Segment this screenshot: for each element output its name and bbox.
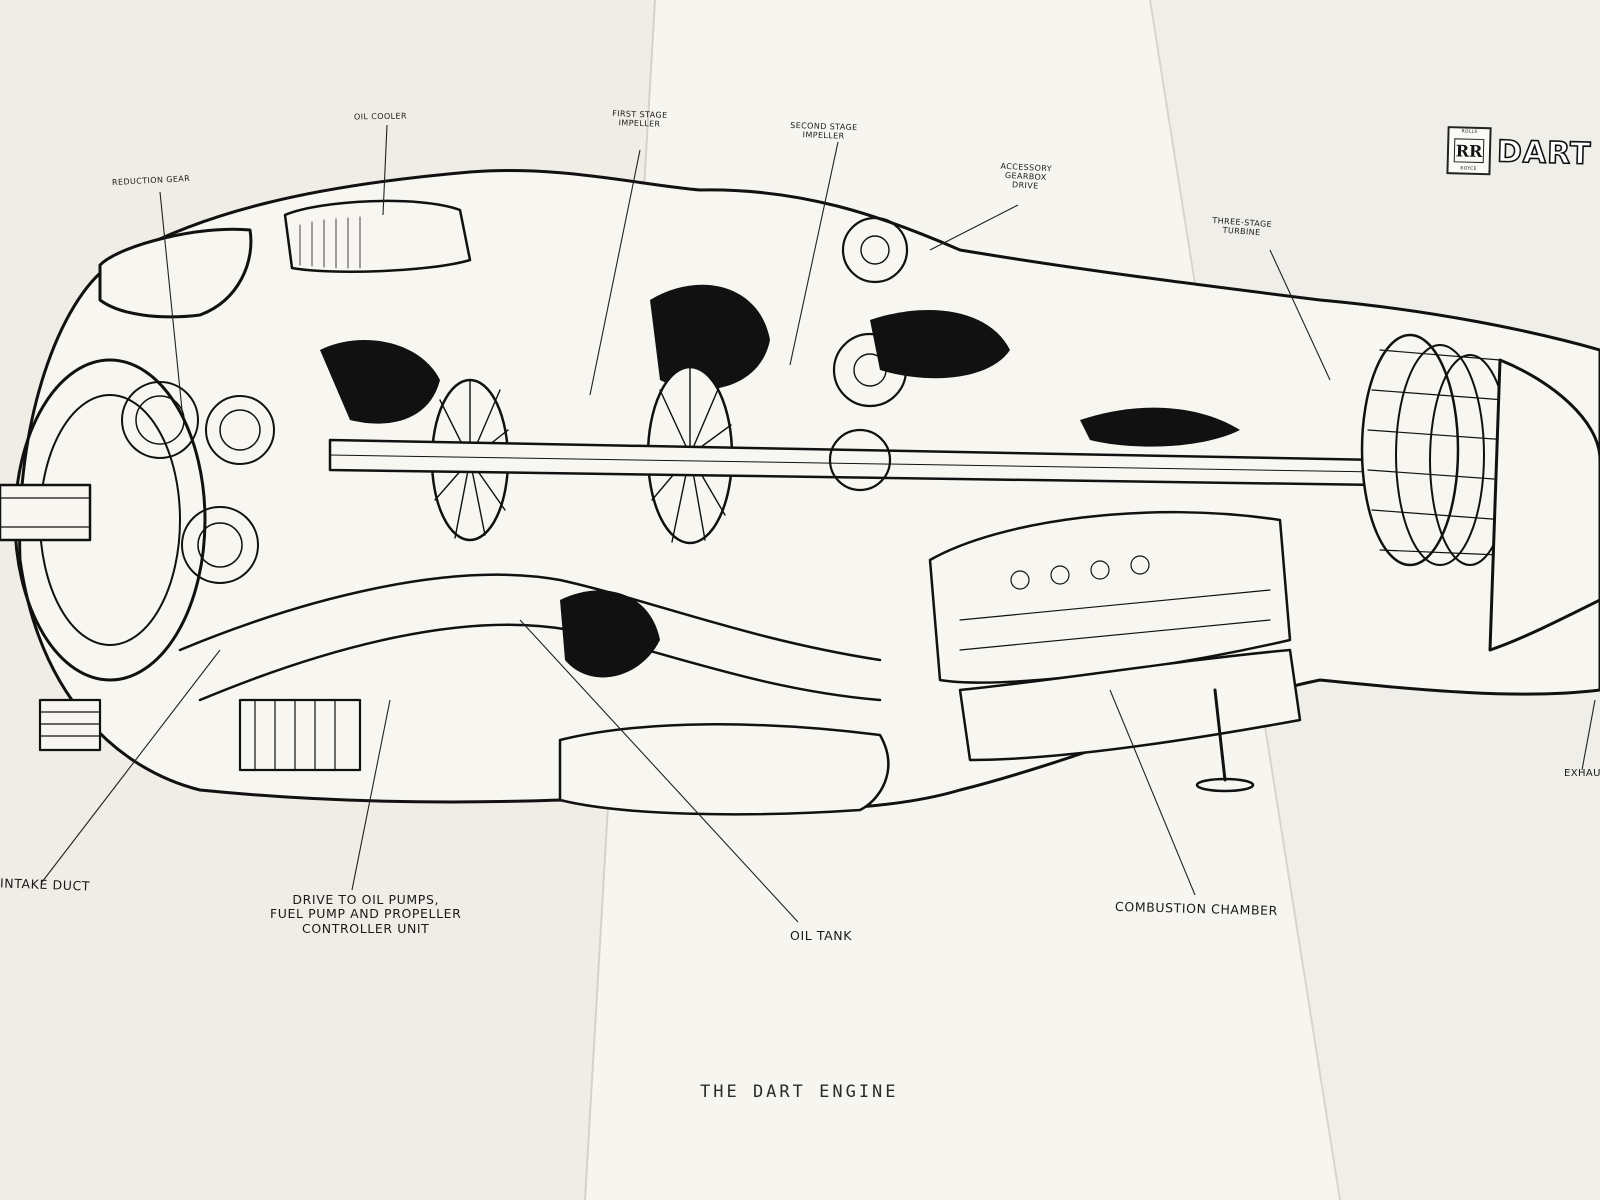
brand-name: DART [1496,133,1593,172]
reduction-gear-3 [181,506,259,584]
label-first-stage-impeller: FIRST STAGE IMPELLER [612,109,668,129]
label-exhaust: EXHAUS [1564,768,1600,779]
leader-oil-tank [519,619,799,923]
lower-pipe [178,573,882,662]
accessory-gear-3 [828,428,892,492]
rr-badge: ROLLS RR ROYCE [1446,126,1492,176]
rr-badge-bottom-text: ROYCE [1460,166,1477,172]
combustion-chamber-body [928,510,1292,684]
leader-exhaust [1581,699,1596,771]
leader-accessory-gearbox [929,204,1019,251]
leader-reduction-gear [159,191,183,411]
shadow-region-4 [560,590,660,678]
label-second-stage-impeller: SECOND STAGE IMPELLER [790,120,858,141]
leader-lines [41,124,1596,923]
oil-tank-body [558,723,890,816]
oil-cooler [283,199,472,273]
label-oil-tank: OIL TANK [790,928,853,943]
label-oil-cooler: OIL COOLER [353,111,407,122]
leader-second-stage-impeller [789,141,839,366]
leader-combustion-chamber [1109,689,1196,896]
leader-oil-cooler [382,124,388,216]
accessory-gear-2 [832,332,908,408]
engine-drawing [0,169,1600,816]
reduction-gear-2 [205,395,275,465]
propeller-shaft [0,483,92,542]
reduction-gear-1 [121,381,199,459]
shadow-region-1 [320,340,440,424]
rolls-royce-dart-logo: ROLLS RR ROYCE DART [1446,126,1593,178]
label-accessory-gearbox-drive: ACCESSORY GEARBOX DRIVE [1000,161,1053,192]
mounting-strut [1213,688,1227,782]
shadow-region-5 [1080,407,1240,447]
label-intake-duct: INTAKE DUCT [0,875,91,894]
exhaust-cone [1488,358,1600,652]
shadow-region-2 [650,284,770,390]
intake-scoop [98,227,253,319]
mounting-foot [1195,777,1255,793]
leader-intake-duct [41,649,221,883]
leader-drive-oil-pumps [351,699,391,891]
pump-block [238,698,362,772]
diagram-caption: THE DART ENGINE [700,1082,899,1102]
intake-duct-grille [38,698,102,752]
accessory-gear-1 [841,216,909,284]
leader-first-stage-impeller [589,149,641,396]
rr-badge-top-text: ROLLS [1461,129,1478,135]
label-drive-to-oil-pumps: DRIVE TO OIL PUMPS, FUEL PUMP AND PROPEL… [270,892,462,936]
rr-monogram: RR [1453,138,1485,164]
combustion-chamber-lower [958,648,1302,762]
leader-three-stage-turbine [1269,249,1331,381]
